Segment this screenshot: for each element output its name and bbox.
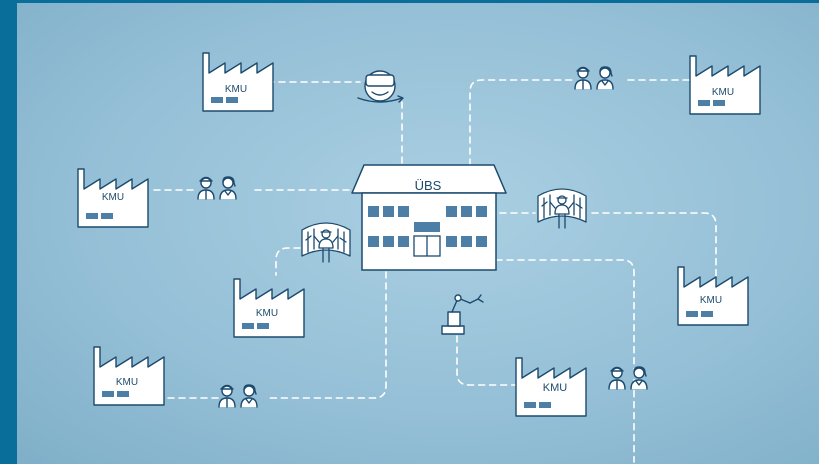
factory-label: KMU xyxy=(225,84,247,95)
factory-3: KMU xyxy=(77,168,149,228)
factory-5: KMU xyxy=(677,266,749,326)
factory-label: KMU xyxy=(256,308,278,319)
connection-lines xyxy=(153,79,717,463)
factory-2: KMU xyxy=(689,55,761,115)
factory-label: KMU xyxy=(116,377,138,388)
factory-1: KMU xyxy=(202,52,274,112)
factory-label: KMU xyxy=(102,192,124,203)
factory-7: KMU xyxy=(515,357,587,417)
hub-label: ÜBS xyxy=(415,178,442,193)
hub-building: ÜBS xyxy=(351,164,507,271)
robot-arm-icon xyxy=(441,294,484,335)
factory-label: KMU xyxy=(712,87,734,98)
vr-headset-icon xyxy=(357,70,404,103)
factory-6: KMU xyxy=(93,346,165,406)
factory-label: KMU xyxy=(700,295,722,306)
factory-4: KMU xyxy=(233,278,305,338)
factory-label: KMU xyxy=(543,382,568,394)
